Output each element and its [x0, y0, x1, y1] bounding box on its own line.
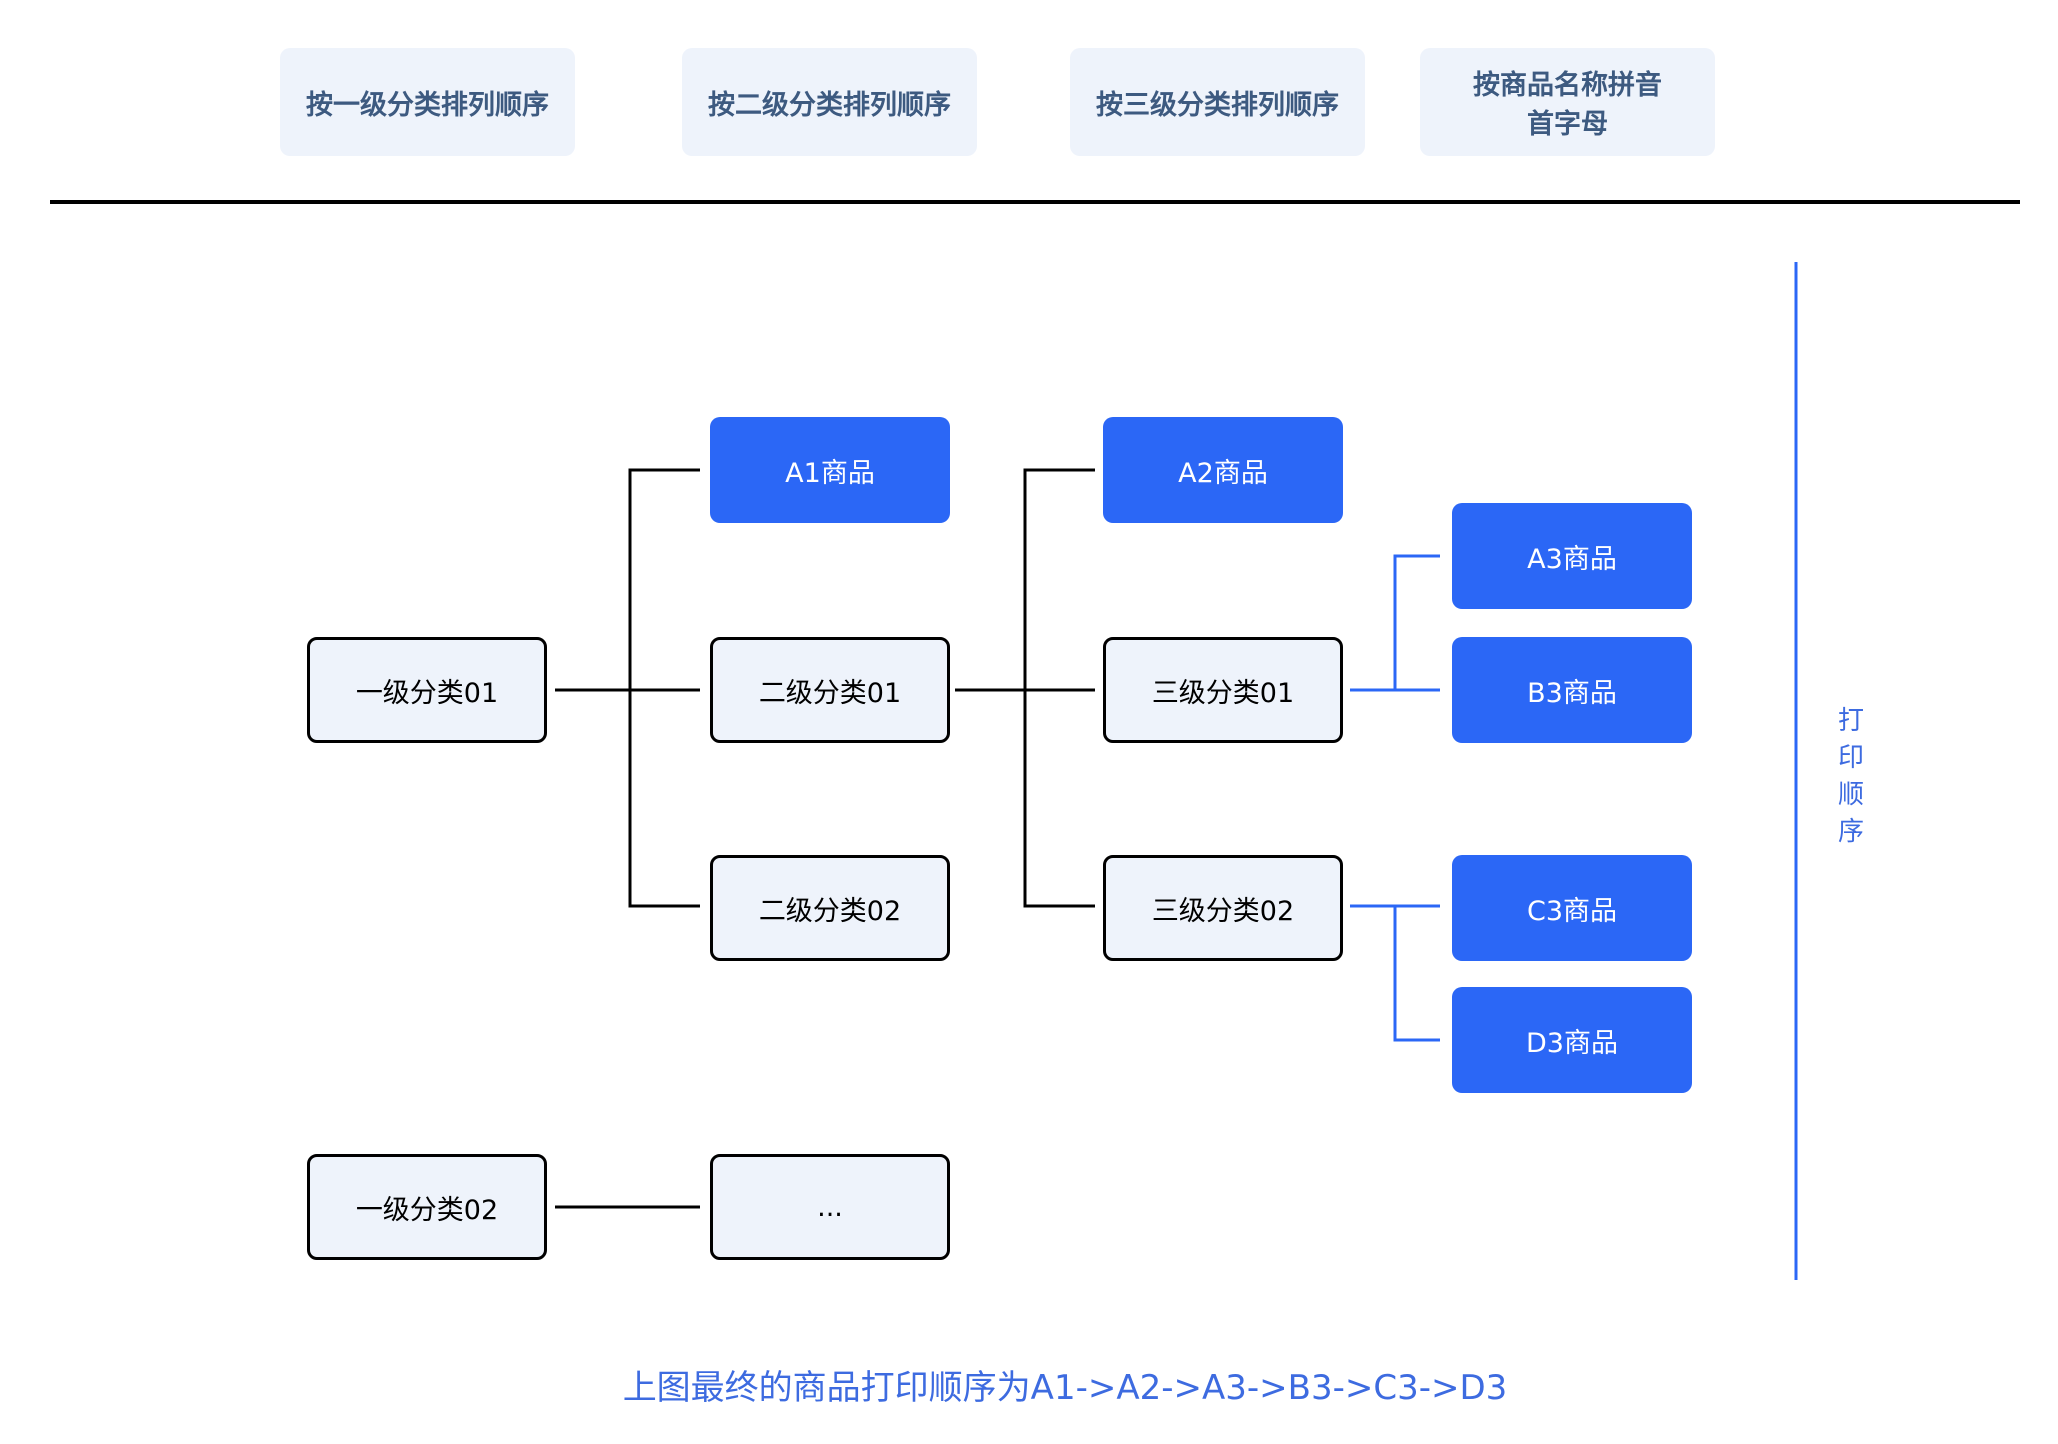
node-a3: A3商品 [1452, 503, 1692, 609]
node-a1: A1商品 [710, 417, 950, 523]
tab-level2[interactable]: 按二级分类排列顺序 [682, 48, 977, 156]
node-s1: 二级分类01 [710, 637, 950, 743]
node-t2: 三级分类02 [1103, 855, 1343, 961]
node-a2: A2商品 [1103, 417, 1343, 523]
node-c1: 一级分类01 [307, 637, 547, 743]
node-s2: 二级分类02 [710, 855, 950, 961]
node-c3: C3商品 [1452, 855, 1692, 961]
node-more: ... [710, 1154, 950, 1260]
caption: 上图最终的商品打印顺序为A1->A2->A3->B3->C3->D3 [622, 1368, 1508, 1408]
node-c2: 一级分类02 [307, 1154, 547, 1260]
node-b3: B3商品 [1452, 637, 1692, 743]
tab-level1[interactable]: 按一级分类排列顺序 [280, 48, 575, 156]
node-d3: D3商品 [1452, 987, 1692, 1093]
tab-pinyin[interactable]: 按商品名称拼音首字母 [1420, 48, 1715, 156]
print-order-label: 打印顺序 [1838, 706, 1865, 847]
node-t1: 三级分类01 [1103, 637, 1343, 743]
tab-level3[interactable]: 按三级分类排列顺序 [1070, 48, 1365, 156]
